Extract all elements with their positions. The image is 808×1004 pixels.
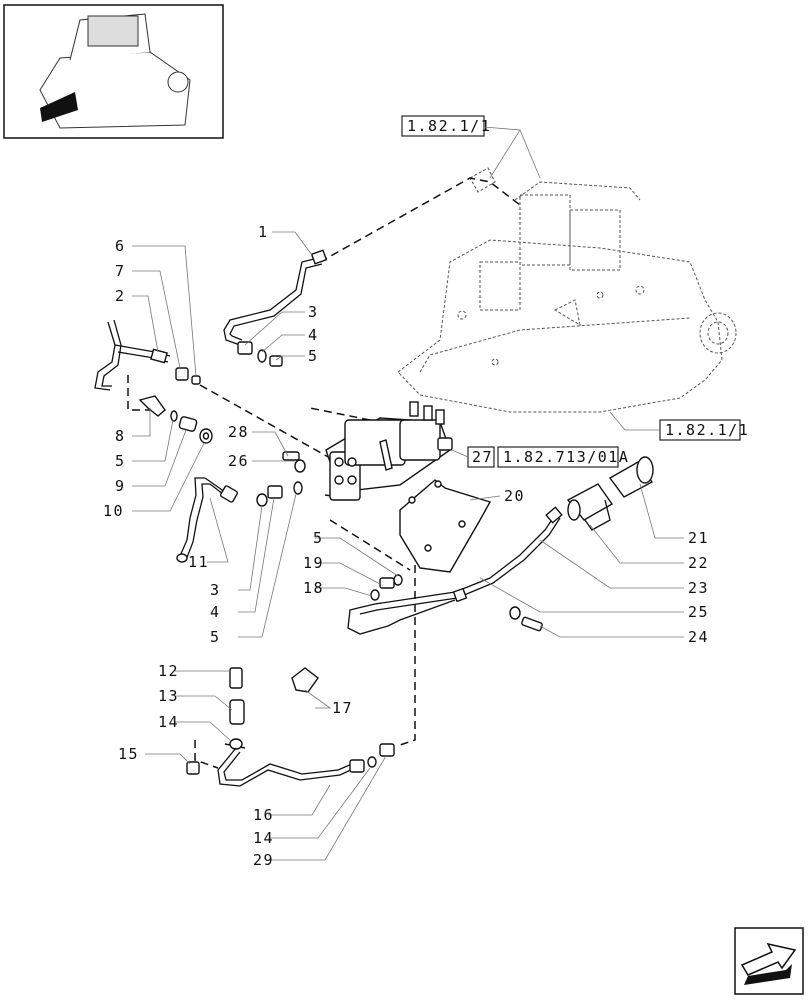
label-5d: 5 [313,529,324,547]
fitting-12[interactable] [229,667,243,689]
pipe-23[interactable] [347,506,563,635]
label-15: 15 [118,745,139,763]
fitting-6[interactable] [191,375,201,385]
next-page-arrow-icon[interactable] [734,927,804,995]
reference-valve-num: 27 [472,448,493,466]
label-19: 19 [303,554,324,572]
label-1: 1 [258,223,269,241]
label-3a: 3 [308,303,319,321]
gearbox-thumbnail-icon[interactable] [3,4,224,139]
label-6: 6 [115,237,126,255]
label-21: 21 [688,529,709,547]
coupling-21[interactable] [608,456,654,498]
coupling-22[interactable] [566,483,614,531]
fitting-5a[interactable] [269,355,283,367]
reference-right-text: 1.82.1/1 [665,421,749,439]
label-25: 25 [688,603,709,621]
label-14a: 14 [158,713,179,731]
label-8: 8 [115,427,126,445]
washer-14a[interactable] [229,738,243,750]
label-4a: 4 [308,326,319,344]
label-13: 13 [158,687,179,705]
label-28: 28 [228,423,249,441]
pipe-2[interactable] [94,319,171,391]
label-5c: 5 [210,628,221,646]
fitting-5d[interactable] [393,574,403,586]
label-11: 11 [188,553,209,571]
fitting-4b[interactable] [267,485,283,499]
fitting-5b[interactable] [170,410,178,422]
clip-17[interactable] [291,667,319,693]
label-23: 23 [688,579,709,597]
label-14b: 14 [253,829,274,847]
fitting-7[interactable] [175,367,189,381]
reference-valve-box[interactable]: 27 1.82.713/01A [467,446,629,468]
label-12: 12 [158,662,179,680]
fitting-9[interactable] [178,416,198,432]
label-3b: 3 [210,581,221,599]
label-18: 18 [303,579,324,597]
elbow-8[interactable] [138,395,166,417]
pipe-16[interactable] [217,747,365,787]
washer-10[interactable] [199,428,213,444]
label-20: 20 [504,487,525,505]
fitting-19[interactable] [379,577,395,589]
pipe-11[interactable] [176,477,239,563]
label-22: 22 [688,554,709,572]
bolt-24[interactable] [521,616,543,632]
reference-valve-code: 1.82.713/01A [503,448,629,466]
label-10: 10 [103,502,124,520]
label-5b: 5 [115,452,126,470]
control-valve[interactable] [325,401,453,501]
reference-right[interactable]: 1.82.1/1 [659,419,749,441]
cap-15[interactable] [186,761,200,775]
reference-top[interactable]: 1.82.1/1 [401,115,491,137]
label-7: 7 [115,262,126,280]
washer-26[interactable] [294,459,306,473]
label-2: 2 [115,287,126,305]
label-4b: 4 [210,603,221,621]
fitting-3a[interactable] [237,341,253,355]
label-17: 17 [332,699,353,717]
washer-25[interactable] [509,606,521,620]
part-labels: 1 6 7 2 3 4 5 28 26 8 5 9 10 11 3 4 5 20… [103,223,709,869]
bracket-20[interactable] [399,479,492,573]
hydraulic-housing-ghost [397,167,737,413]
pipe-1[interactable] [223,249,328,346]
label-16: 16 [253,806,274,824]
bolt-28[interactable] [282,451,300,461]
fitting-5c[interactable] [293,481,303,495]
washer-14b[interactable] [367,756,377,768]
label-29: 29 [253,851,274,869]
fitting-18[interactable] [370,589,380,601]
label-26: 26 [228,452,249,470]
fitting-3b[interactable] [256,493,268,507]
fitting-13[interactable] [229,699,245,725]
fitting-29[interactable] [379,743,395,757]
leader-lines [132,231,684,861]
fitting-4a[interactable] [257,349,267,363]
reference-top-text: 1.82.1/1 [407,117,491,135]
label-5a: 5 [308,347,319,365]
label-24: 24 [688,628,709,646]
label-9: 9 [115,477,126,495]
